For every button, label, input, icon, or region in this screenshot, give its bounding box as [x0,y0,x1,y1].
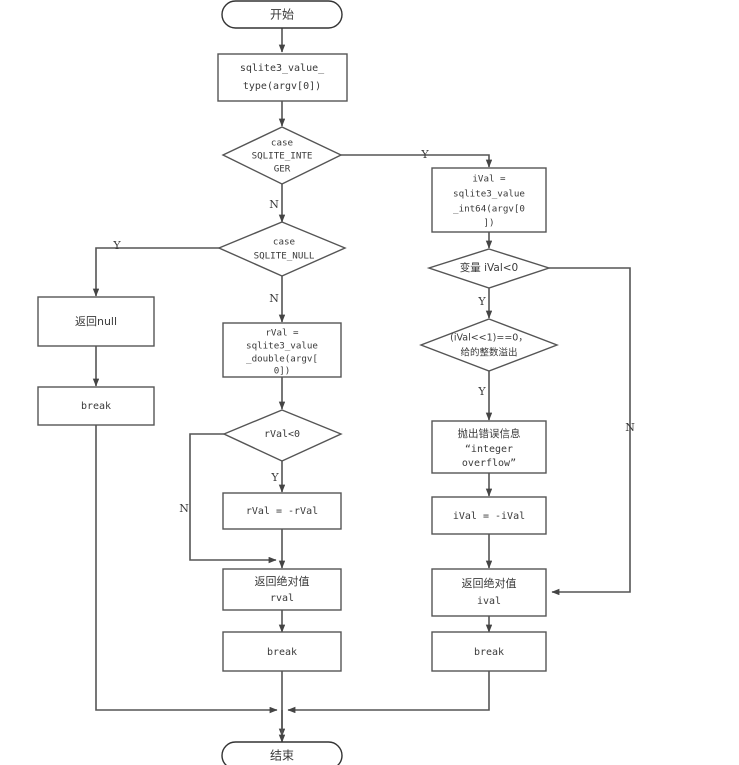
node-break-null: break [37,386,155,426]
node-case-integer: case SQLITE_INTE GER [221,126,343,185]
rval-assign-shape [222,322,342,378]
return-abs-ival-line1: 返回绝对值 [462,576,517,590]
case-integer-shape [221,126,343,185]
break-ival-shape [431,631,547,672]
return-abs-ival-shape [431,568,547,617]
node-return-abs-rval: 返回绝对值 rval [222,568,342,611]
return-null-label: 返回null [75,315,117,328]
ival-assign-line2: sqlite3_value [453,189,525,200]
edges [92,28,631,743]
edge-label-overflow-yes: Y [477,385,486,398]
node-start: 开始 [221,0,343,29]
overflow-check-line2: 给的整数溢出 [460,347,517,359]
ival-assign-shape [431,167,547,233]
edge-label-integer-no: N [269,198,279,211]
break-rval-shape [222,631,342,672]
ival-lt-zero-label: 变量 iVal<0 [460,261,518,274]
rval-lt-zero-label: rVal<0 [264,429,300,440]
case-null-line1: case [273,237,295,248]
edge-label-null-no: N [269,292,279,305]
return-abs-rval-shape [222,568,342,611]
edge-rvalcheck-no [189,433,277,564]
node-rval-lt-zero: rVal<0 [222,409,343,462]
rval-assign-line4: 0]) [274,366,291,377]
edge-label-rvalcheck-yes: Y [270,471,279,484]
edge-label-ivalcheck-no: N [625,421,635,434]
break-ival-label: break [474,647,504,658]
rval-negate-shape [222,492,342,530]
node-rval-negate: rVal = -rVal [222,492,342,530]
throw-error-line2: “integer [465,444,513,455]
node-break-rval: break [222,631,342,672]
end-shape [221,741,343,765]
rval-lt-zero-shape [222,409,343,462]
case-integer-line1: case [271,138,293,149]
node-throw-error: 抛出错误信息 “integer overflow” [431,420,547,474]
throw-error-line3: overflow” [462,458,516,469]
edge-label-rvalcheck-no: N [179,502,189,515]
break-rval-label: break [267,647,297,658]
break-null-label: break [81,401,111,412]
return-abs-rval-line2: rval [270,593,294,604]
return-abs-rval-line1: 返回绝对值 [255,574,310,588]
value-type-shape [217,53,348,102]
node-end: 结束 [221,741,343,765]
edge-label-integer-yes: Y [420,148,429,161]
overflow-check-shape [419,318,559,372]
edge-breakival-to-end [287,671,490,714]
ival-lt-zero-shape [426,248,552,289]
overflow-check-line1: (iVal<<1)==0， [450,333,528,344]
throw-error-line1: 抛出错误信息 [458,427,521,440]
rval-negate-label: rVal = -rVal [246,506,318,517]
edge-label-null-yes: Y [112,239,121,252]
node-value-type: sqlite3_value_ type(argv[0]) [217,53,348,102]
break-null-shape [37,386,155,426]
rval-assign-line1: rVal = [265,328,299,339]
return-abs-ival-line2: ival [477,596,501,607]
ival-assign-line3: _int64(argv[0 [453,204,525,215]
ival-assign-line1: iVal = [472,174,506,185]
node-ival-lt-zero: 变量 iVal<0 [426,248,552,289]
rval-assign-line3: _double(argv[ [246,354,318,365]
start-shape [221,0,343,29]
start-label: 开始 [270,8,294,22]
value-type-line1: sqlite3_value_ [240,63,325,74]
case-integer-line3: GER [274,164,291,175]
ival-assign-line4: ]) [483,218,494,229]
case-null-shape [217,221,347,277]
node-ival-negate: iVal = -iVal [431,496,547,535]
case-null-line2: SQLITE_NULL [254,251,315,262]
rval-assign-line2: sqlite3_value [246,341,318,352]
node-case-null: case SQLITE_NULL [217,221,347,277]
node-overflow-check: (iVal<<1)==0， 给的整数溢出 [419,318,559,372]
node-ival-assign: iVal = sqlite3_value _int64(argv[0 ]) [431,167,547,233]
ival-negate-label: iVal = -iVal [453,511,525,522]
return-null-shape [37,296,155,347]
end-label: 结束 [270,749,294,763]
throw-error-shape [431,420,547,474]
edge-labels: Y N Y N Y N Y Y N [112,148,635,515]
edge-caseinteger-yes [341,154,493,168]
edge-label-ivalcheck-yes: Y [477,295,486,308]
node-break-ival: break [431,631,547,672]
edge-breaknull-to-end [95,425,278,714]
edge-casenull-yes [92,247,222,297]
node-rval-assign: rVal = sqlite3_value _double(argv[ 0]) [222,322,342,378]
case-integer-line2: SQLITE_INTE [252,151,313,162]
ival-negate-shape [431,496,547,535]
edge-ivalcheck-no [549,267,631,596]
node-return-abs-ival: 返回绝对值 ival [431,568,547,617]
value-type-line2: type(argv[0]) [243,81,321,92]
node-return-null: 返回null [37,296,155,347]
